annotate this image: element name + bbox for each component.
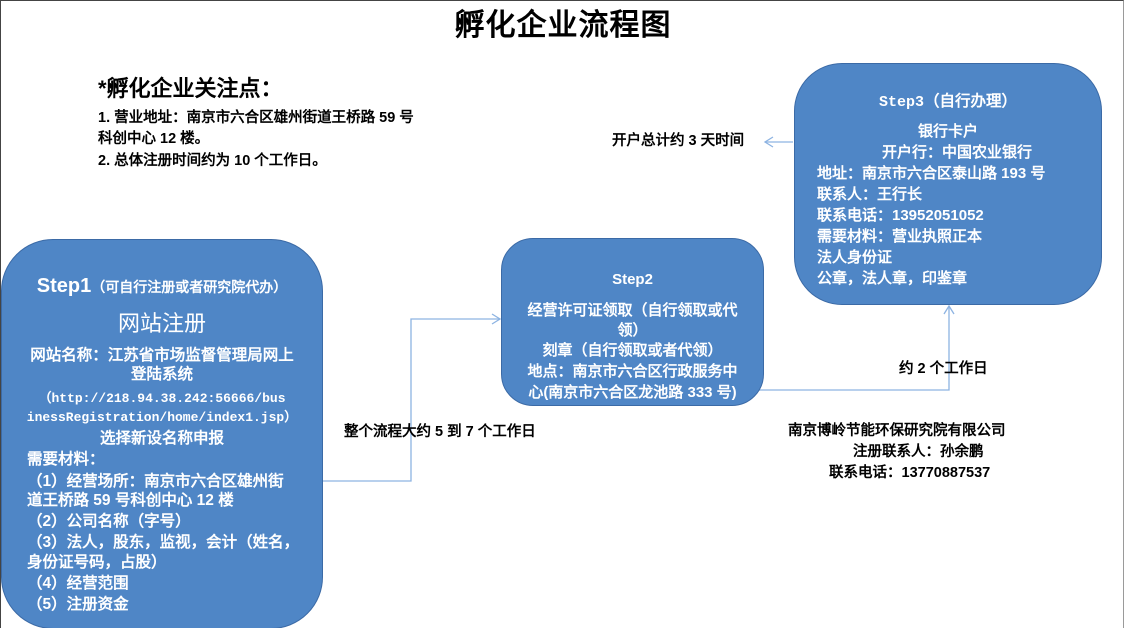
page-title: 孵化企业流程图: [454, 9, 672, 42]
step2-line: 地点：南京市六合区行政服务中: [527, 363, 738, 380]
step3-line: 开户行：中国农业银行: [882, 144, 1033, 161]
step1-to-step2-duration-label: 整个流程大约 5 到 7 个工作日: [344, 424, 536, 440]
step1-line: 登陆系统: [130, 366, 193, 383]
step2-line: 刻章（自行领取或者代领）: [542, 342, 723, 359]
step1-heading: 网站注册: [117, 311, 206, 336]
arrowhead-step3: [943, 304, 955, 315]
focus-points-heading: *孵化企业关注点：: [98, 76, 283, 101]
step1-url-line: inessRegistration/home/index1.jsp）: [26, 410, 298, 425]
step1-node: Step1（可自行注册或者研究院代办） 网站注册 网站名称：江苏省市场监督管理局…: [1, 239, 323, 628]
step1-line: 需要材料：: [27, 451, 105, 468]
step1-line: （1）经营场所：南京市六合区雄州街: [27, 473, 284, 490]
connector-step1-to-step2: [323, 318, 500, 482]
step1-line: （3）法人，股东，监视，会计（姓名，: [27, 534, 300, 551]
arrowhead-step2: [491, 313, 502, 325]
step1-note: （可自行注册或者研究院代办）: [91, 279, 288, 295]
step1-line: （5）注册资金: [27, 596, 129, 613]
step3-label: Step3: [878, 94, 924, 111]
step1-url-line: （http://218.94.38.242:56666/bus: [38, 391, 286, 406]
step2-to-step3-duration-label: 约 2 个工作日: [899, 361, 988, 377]
step2-line: 经营许可证领取（自行领取或代: [527, 302, 738, 319]
step3-line: 需要材料：营业执照正本: [817, 228, 983, 245]
step1-line: 身份证号码，占股）: [27, 554, 167, 571]
step3-line: 联系人：王行长: [817, 186, 923, 203]
contact-company: 南京博岭节能环保研究院有限公司: [788, 423, 1006, 439]
step3-line: 公章，法人章，印鉴章: [817, 270, 968, 287]
step3-note: （自行办理）: [924, 93, 1018, 110]
step1-line: 选择新设名称申报: [99, 430, 224, 447]
step3-line: 法人身份证: [817, 249, 893, 266]
connector-step2-to-step3: [753, 306, 950, 391]
step3-title-row: Step3（自行办理）: [795, 91, 1101, 114]
focus-point-line: 2. 总体注册时间约为 10 个工作日。: [98, 153, 327, 169]
step1-line: 网站名称：江苏省市场监督管理局网上: [30, 347, 294, 364]
focus-point-line: 科创中心 12 楼。: [98, 131, 210, 147]
step1-line: （4）经营范围: [27, 575, 129, 592]
step3-line: 联系电话：13952051052: [817, 207, 984, 224]
contact-person: 注册联系人：孙余鹏: [853, 444, 984, 460]
step2-line: 心(南京市六合区龙池路 333 号): [528, 384, 737, 401]
step3-line: 地址：南京市六合区泰山路 193 号: [817, 165, 1046, 182]
step1-label: Step1: [36, 275, 92, 297]
step2-node: Step2 经营许可证领取（自行领取或代 领） 刻章（自行领取或者代领） 地点：…: [501, 238, 764, 406]
focus-point-line: 1. 营业地址：南京市六合区雄州街道王桥路 59 号: [98, 110, 414, 126]
step3-line: 银行卡户: [917, 123, 978, 140]
contact-phone: 联系电话：13770887537: [829, 465, 991, 481]
bank-account-duration-label: 开户总计约 3 天时间: [612, 133, 745, 149]
arrowhead-account-note: [763, 136, 774, 148]
step1-title-row: Step1（可自行注册或者研究院代办）: [2, 274, 322, 300]
step2-label: Step2: [612, 271, 653, 288]
step1-line: 道王桥路 59 号科创中心 12 楼: [27, 492, 234, 509]
step2-line: 领）: [617, 322, 648, 339]
step1-line: （2）公司名称（字号）: [27, 513, 191, 530]
step3-node: Step3（自行办理） 银行卡户 开户行：中国农业银行 地址：南京市六合区泰山路…: [794, 63, 1102, 305]
